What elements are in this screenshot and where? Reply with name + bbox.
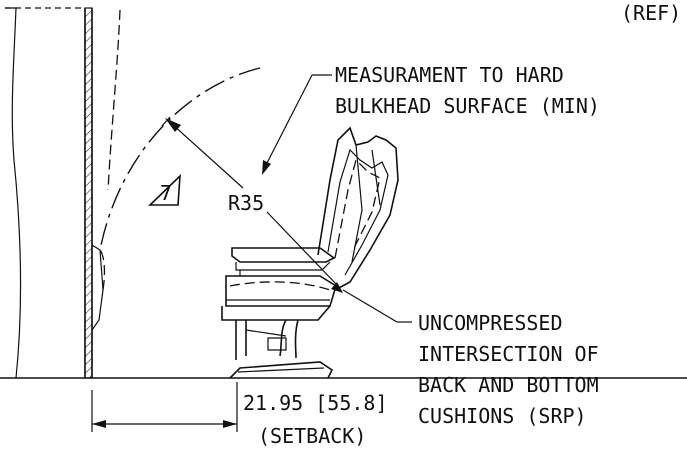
- srp-label-2: INTERSECTION OF: [418, 342, 599, 366]
- measurement-leader: [262, 74, 332, 175]
- seat: [221, 126, 399, 379]
- measurement-label-2: BULKHEAD SURFACE (MIN): [335, 94, 600, 118]
- srp-leader: [342, 289, 412, 323]
- wall-break-line: [5, 7, 22, 379]
- srp-label-4: CUSHIONS (SRP): [418, 404, 587, 428]
- radius-arc: [99, 67, 261, 251]
- setback-dimension: [91, 382, 238, 432]
- note-triangle: [148, 173, 181, 206]
- srp-label-3: BACK AND BOTTOM: [418, 373, 599, 397]
- setback-label: (SETBACK): [258, 424, 366, 448]
- srp-label-1: UNCOMPRESSED: [418, 311, 563, 335]
- ref-label: (REF): [621, 1, 681, 25]
- measurement-label-1: MEASURAMENT TO HARD: [335, 63, 564, 87]
- radius-label: R35: [228, 191, 264, 215]
- note-number: 7: [160, 181, 172, 205]
- wall-bump-dashed: [99, 249, 106, 291]
- setback-value: 21.95 [55.8]: [243, 391, 388, 415]
- wall-bump: [91, 244, 104, 331]
- wall-inner-profile: [107, 9, 121, 191]
- bulkhead-wall: [84, 7, 93, 379]
